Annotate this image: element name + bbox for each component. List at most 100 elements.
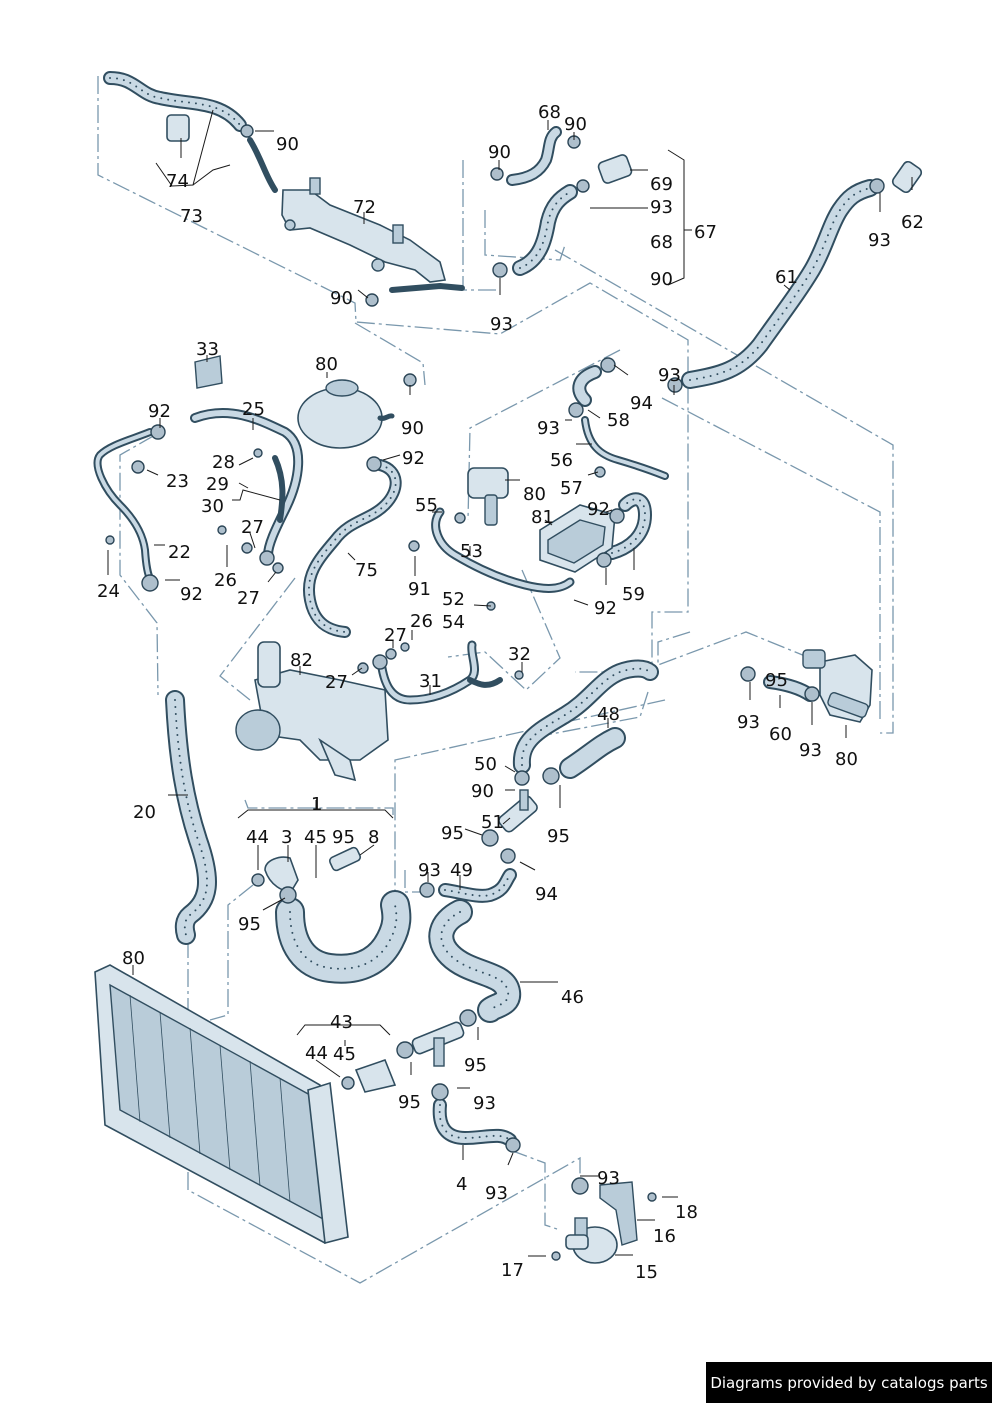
callout-94: 94 [535,884,558,905]
callout-75: 75 [355,560,378,581]
credit-banner: Diagrams provided by catalogs parts [706,1362,992,1403]
turbocharger-82 [235,641,389,782]
hose-4 [432,1098,517,1147]
callout-30: 30 [201,496,224,517]
callout-74: 74 [166,171,189,192]
callout-4: 4 [456,1174,467,1195]
callout-16: 16 [653,1226,676,1247]
callout-59: 59 [622,584,645,605]
callout-44: 44 [246,827,269,848]
callout-58: 58 [607,410,630,431]
callout-29: 29 [206,474,229,495]
callout-52: 52 [442,589,465,610]
callout-69: 69 [650,174,673,195]
callout-90: 90 [650,269,673,290]
callout-28: 28 [212,452,235,473]
hose-46 [428,899,522,1023]
callout-27: 27 [241,517,264,538]
callout-1: 1 [311,794,322,815]
bracket-16 [599,1181,638,1246]
elbow-3 [264,856,299,892]
oil-cooler-81 [539,504,616,573]
callout-90: 90 [330,288,353,309]
callout-25: 25 [242,399,265,420]
callout-92: 92 [402,448,425,469]
callout-31: 31 [419,671,442,692]
callout-95: 95 [332,827,355,848]
callout-18: 18 [675,1202,698,1223]
pipe-56 [581,416,669,480]
callout-labels: 73 74 90 72 90 68 90 90 69 93 67 68 90 9… [97,102,924,1283]
clamps [105,124,885,1261]
callout-56: 56 [550,450,573,471]
pipe-53 [431,507,575,593]
callout-44: 44 [305,1043,328,1064]
callout-50: 50 [474,754,497,775]
thermostat-housing-80 [802,649,873,723]
callout-81: 81 [531,507,554,528]
callout-82: 82 [290,650,313,671]
callout-33: 33 [196,339,219,360]
callout-80: 80 [122,948,145,969]
callout-80: 80 [835,749,858,770]
callout-90: 90 [401,418,424,439]
callout-27: 27 [384,625,407,646]
callout-54: 54 [442,612,465,633]
callout-95: 95 [464,1055,487,1076]
hose-49 [438,868,517,903]
callout-93: 93 [490,314,513,335]
callout-24: 24 [97,581,120,602]
callout-49: 49 [450,860,473,881]
callout-73: 73 [180,206,203,227]
callout-62: 62 [901,212,924,233]
plate-33 [194,355,223,389]
callout-45: 45 [333,1044,356,1065]
hose-20 [165,690,217,945]
expansion-tank-80 [297,379,395,449]
hose-lower-u [275,890,412,984]
group-boundaries [97,76,894,1284]
callout-93: 93 [418,860,441,881]
callout-55: 55 [415,495,438,516]
callout-92: 92 [594,598,617,619]
pipe-22 [93,428,154,582]
callout-93: 93 [737,712,760,733]
leader-lines [107,109,913,1257]
callout-57: 57 [560,478,583,499]
callout-80: 80 [315,354,338,375]
pump-15 [565,1217,618,1264]
callout-95: 95 [547,826,570,847]
callout-27: 27 [325,672,348,693]
callout-23: 23 [166,471,189,492]
callout-95: 95 [238,914,261,935]
clip-74 [166,114,190,142]
callout-90: 90 [488,142,511,163]
callout-92: 92 [180,584,203,605]
components [94,114,923,1264]
callout-92: 92 [148,401,171,422]
callout-95: 95 [398,1092,421,1113]
callout-51: 51 [481,812,504,833]
callout-93: 93 [658,365,681,386]
hose-59 [605,492,652,560]
connector-51 [498,789,538,833]
hoses [93,71,879,1147]
callout-95: 95 [441,823,464,844]
hose-68-lower [512,184,578,276]
callout-92: 92 [587,499,610,520]
callout-43: 43 [330,1012,353,1033]
callout-22: 22 [168,542,191,563]
callout-93: 93 [537,418,560,439]
callout-90: 90 [564,114,587,135]
callout-90: 90 [276,134,299,155]
callout-46: 46 [561,987,584,1008]
callout-53: 53 [460,541,483,562]
callout-27: 27 [237,588,260,609]
hose-73 [103,71,278,193]
hose-75 [302,459,402,638]
callout-72: 72 [353,197,376,218]
callout-94: 94 [630,393,653,414]
hose-61 [681,179,879,389]
callout-95: 95 [765,670,788,691]
